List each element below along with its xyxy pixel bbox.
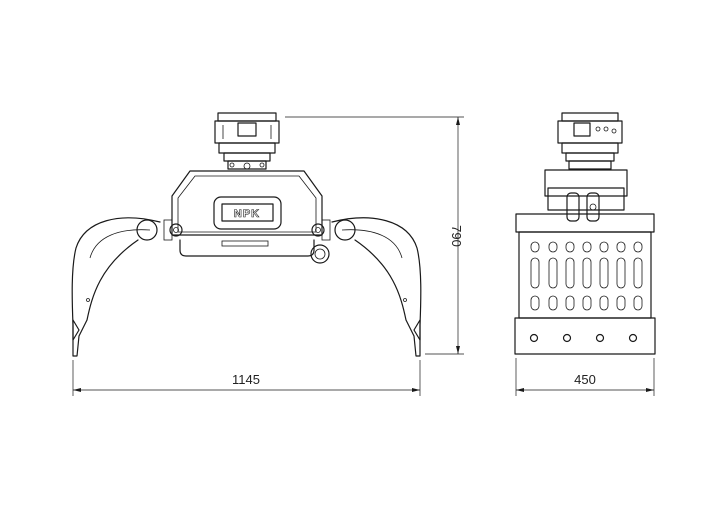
tine-slot: [582, 257, 592, 289]
side-tines: [518, 231, 652, 319]
tine-slot: [599, 241, 609, 253]
blade-bolt: [562, 333, 572, 343]
dimension-width-front: 1145: [72, 360, 421, 396]
tine-slot: [548, 241, 558, 253]
tine-slot: [599, 257, 609, 289]
tine-slot: [548, 295, 558, 311]
tine-slot: [565, 257, 575, 289]
tine-slot: [530, 241, 540, 253]
rotator-side: [557, 112, 623, 170]
dimension-label-790: 790: [449, 225, 464, 247]
grapple-body: NPK: [171, 170, 323, 257]
tine-slot: [616, 257, 626, 289]
pivot-right: [310, 219, 356, 264]
side-body: [515, 169, 655, 233]
jaw-right: [331, 217, 422, 357]
tine-slot: [633, 241, 643, 253]
tine-slot: [530, 295, 540, 311]
tine-slot: [565, 295, 575, 311]
dimension-label-1145: 1145: [232, 372, 260, 387]
blade-bolts: [529, 333, 638, 343]
blade-bolt: [628, 333, 638, 343]
tine-slot: [616, 295, 626, 311]
dimension-label-450: 450: [574, 372, 596, 387]
logo-text: NPK: [234, 208, 260, 220]
tine-slot: [565, 241, 575, 253]
dimension-width-side: 450: [515, 358, 655, 396]
tine-slot: [633, 257, 643, 289]
tine-slot: [633, 295, 643, 311]
tine-slot: [548, 257, 558, 289]
side-blade: [514, 317, 656, 355]
rotator-front: [214, 112, 280, 170]
side-view-grapple: [514, 112, 656, 355]
tine-slots: [530, 241, 643, 311]
tine-slot: [599, 295, 609, 311]
tine-slot: [530, 257, 540, 289]
front-view-grapple: NPK: [71, 112, 422, 357]
blade-bolt: [529, 333, 539, 343]
dimension-height: 790: [285, 116, 464, 355]
jaw-left: [71, 217, 161, 357]
blade-bolt: [595, 333, 605, 343]
tine-slot: [582, 241, 592, 253]
tine-slot: [582, 295, 592, 311]
tine-slot: [616, 241, 626, 253]
